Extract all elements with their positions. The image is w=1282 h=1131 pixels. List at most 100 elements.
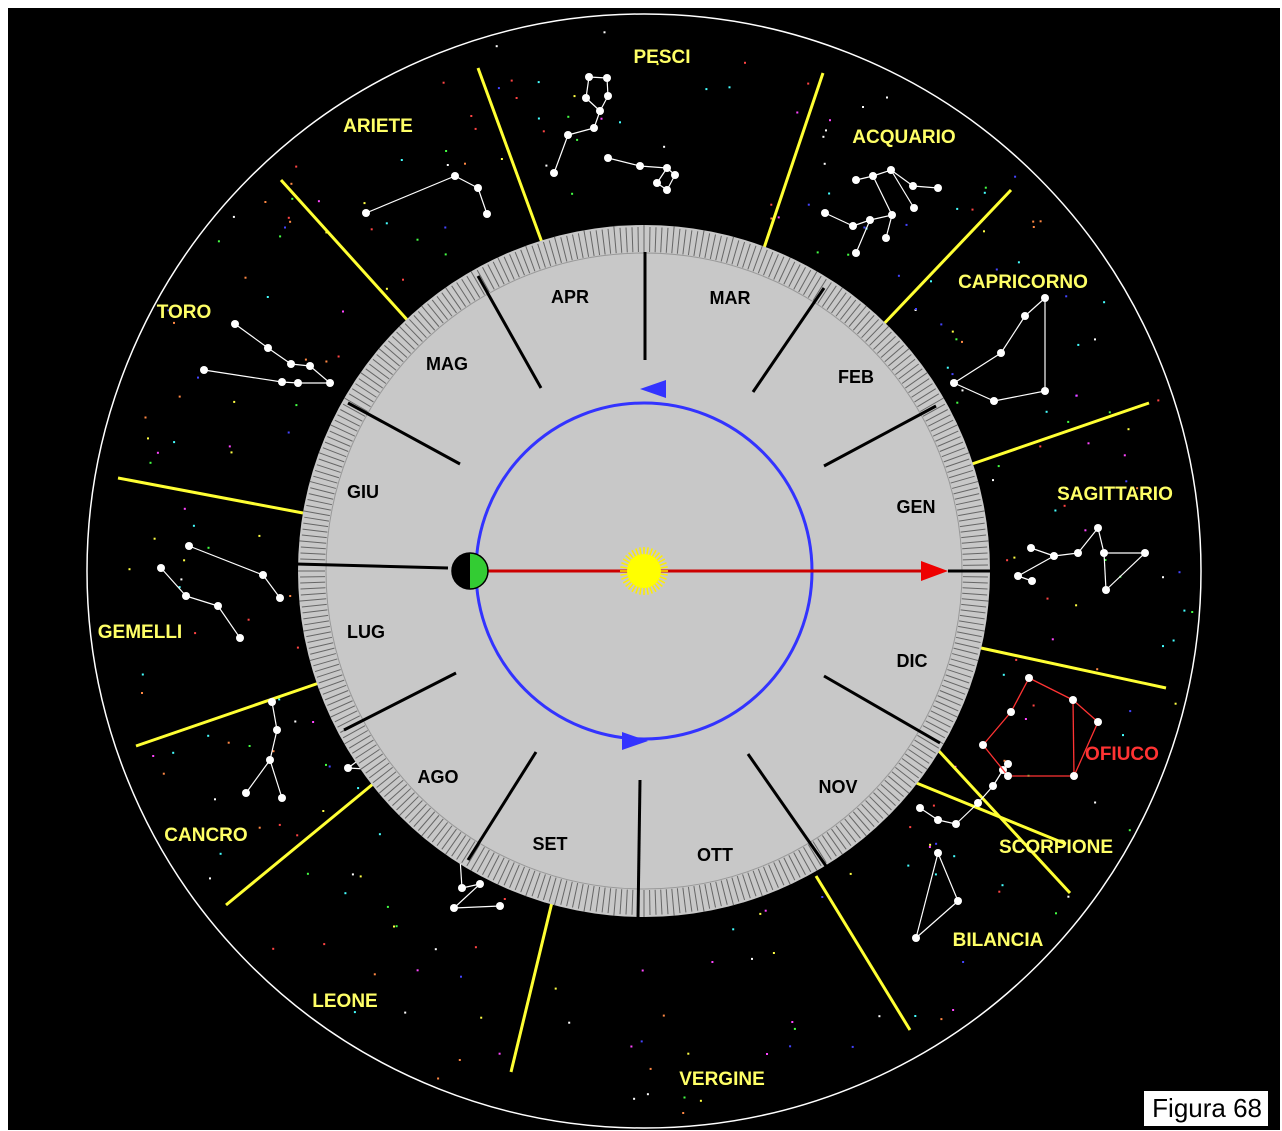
star	[359, 875, 362, 878]
dial-tick	[930, 419, 954, 432]
ofiuco-link	[982, 711, 1012, 746]
dial-tick	[589, 231, 595, 257]
dial-tick	[300, 558, 326, 561]
star	[172, 751, 175, 754]
dial-tick	[763, 251, 774, 276]
dial-tick	[888, 348, 910, 367]
constellation-link	[890, 169, 914, 187]
dial-tick	[783, 857, 796, 881]
constellation-star	[1100, 549, 1108, 557]
dial-tick	[595, 230, 601, 256]
star	[295, 404, 298, 407]
dial-tick	[925, 720, 948, 733]
constellation-star	[852, 176, 860, 184]
dial-tick	[322, 684, 347, 695]
zodiac-divider	[509, 897, 555, 1073]
constellation-link	[1077, 527, 1099, 554]
constellation-star	[1041, 294, 1049, 302]
earth-outline	[451, 552, 489, 590]
dial-tick	[693, 231, 699, 257]
constellation-star	[1027, 544, 1035, 552]
star	[711, 961, 714, 963]
star	[573, 95, 576, 98]
ofiuco-star	[1069, 696, 1077, 704]
star	[1129, 710, 1132, 713]
dial-tick	[817, 282, 832, 304]
zodiac-label-bilancia: BILANCIA	[953, 930, 1044, 951]
constellation-link	[269, 759, 283, 799]
constellation-link	[262, 574, 281, 599]
star	[247, 618, 250, 621]
dial-tick	[337, 414, 360, 427]
star	[1002, 673, 1005, 676]
orbit-arrow-bottom	[622, 732, 648, 750]
dial-tick	[958, 516, 984, 522]
dial-tick	[318, 674, 343, 684]
constellation-star	[869, 172, 877, 180]
dial-tick	[888, 775, 910, 794]
dial-tick	[553, 879, 562, 906]
dial-tick	[461, 841, 476, 863]
constellation-star	[585, 73, 593, 81]
star	[173, 321, 175, 324]
zodiac-label-capricorno: CAPRICORNO	[958, 272, 1088, 293]
star	[207, 546, 210, 549]
dial-tick	[365, 368, 387, 384]
constellation-star	[306, 362, 314, 370]
dial-tick	[531, 872, 541, 897]
dial-tick	[307, 498, 333, 506]
dial-tick	[487, 855, 500, 878]
constellation-star	[596, 107, 604, 115]
constellation-star	[887, 166, 895, 174]
star	[1172, 639, 1175, 642]
dial-tick	[852, 311, 871, 331]
dial-tick	[884, 344, 904, 363]
star	[905, 223, 908, 226]
constellation-link	[915, 852, 939, 939]
dial-tick	[492, 261, 505, 285]
dial-tick	[306, 631, 331, 638]
month-label-set: SET	[532, 834, 567, 854]
star	[1032, 226, 1035, 228]
dial-tick	[901, 758, 923, 774]
dial-tick	[427, 303, 444, 324]
dial-tick	[398, 325, 419, 346]
dial-tick	[360, 372, 383, 389]
dial-tick	[943, 679, 970, 690]
dial-tick	[873, 792, 892, 811]
zodiac-label-vergine: VERGINE	[679, 1069, 765, 1090]
dial-tick	[525, 870, 536, 897]
constellation-link	[1017, 555, 1055, 577]
dial-tick	[327, 436, 351, 447]
orbit-arrow-top	[640, 380, 666, 398]
dial-tick	[441, 828, 457, 850]
dial-tick	[436, 295, 453, 317]
zodiac-label-leone: LEONE	[312, 991, 377, 1012]
ofiuco-link	[1072, 699, 1075, 777]
star	[272, 750, 275, 753]
star	[370, 228, 373, 231]
dial-tick	[948, 663, 974, 673]
star	[807, 203, 810, 206]
dial-tick	[671, 888, 675, 916]
dial-tick	[378, 348, 400, 367]
dial-tick	[704, 884, 711, 909]
dial-tick	[943, 452, 970, 463]
dial-tick	[388, 784, 408, 802]
dial-tick	[955, 498, 981, 506]
star	[458, 1059, 461, 1061]
dial-tick	[821, 285, 837, 307]
constellation-star	[910, 204, 918, 212]
dial-tick	[895, 358, 916, 375]
dial-tick	[682, 887, 687, 913]
zodiac-divider	[876, 188, 1013, 332]
star	[470, 115, 473, 117]
star	[1174, 702, 1177, 705]
dial-tick	[930, 710, 954, 723]
star	[437, 1077, 440, 1080]
star	[400, 159, 403, 161]
dial-tick	[941, 447, 966, 458]
constellation-star	[934, 849, 942, 857]
dial-tick	[803, 271, 818, 295]
star	[1162, 576, 1164, 579]
